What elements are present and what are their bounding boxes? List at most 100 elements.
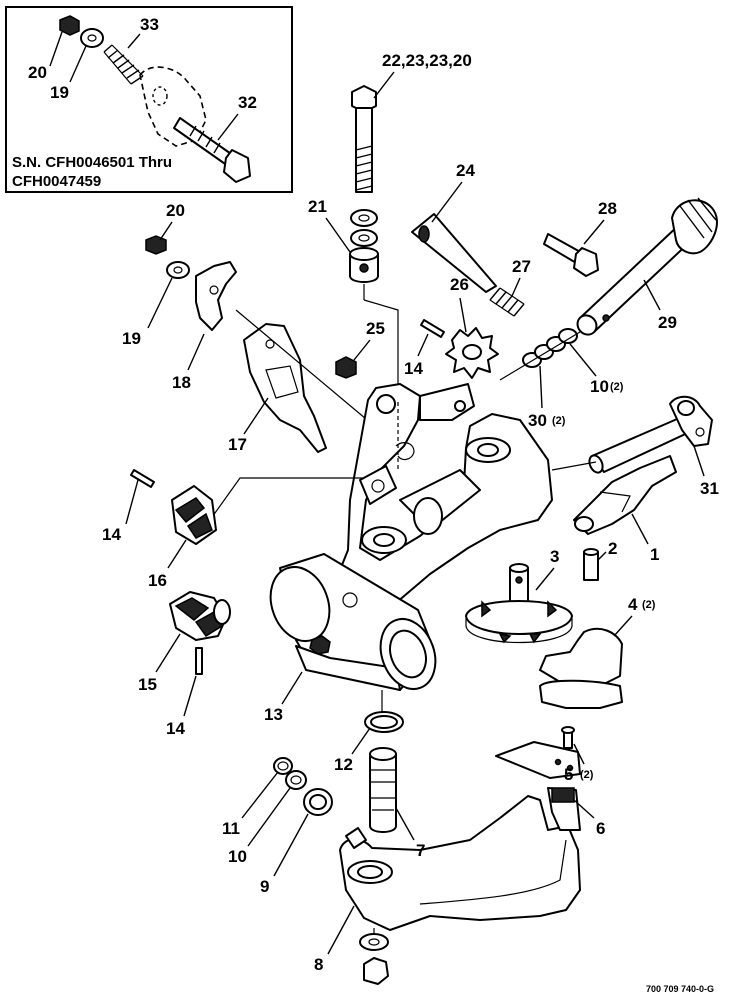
sprocket-3-notches bbox=[481, 600, 558, 644]
washer-10-inner bbox=[290, 775, 302, 785]
wedge-24 bbox=[411, 213, 497, 293]
label-3: 3 bbox=[550, 547, 559, 566]
star-gear-26-hub bbox=[462, 344, 482, 360]
plates-4 bbox=[539, 627, 623, 709]
leader-13 bbox=[281, 671, 303, 705]
housing-boss-lower-bore bbox=[373, 533, 395, 547]
label-22: 22,23,23,20 bbox=[382, 51, 472, 70]
leader-19-inset bbox=[69, 45, 87, 83]
label-4-qty: (2) bbox=[642, 599, 656, 611]
inset-panel: 33 20 19 32 S.N. CFH0046501 Thru CFH0047… bbox=[5, 6, 293, 193]
tube-13 bbox=[269, 553, 437, 720]
leader-10-lower bbox=[247, 787, 291, 847]
leader-15 bbox=[155, 633, 181, 673]
link-arm-1-eye bbox=[574, 516, 594, 532]
left-lower-parts bbox=[130, 469, 231, 675]
label-10-lower: 10 bbox=[228, 847, 247, 866]
snap-ring-11 bbox=[273, 757, 293, 775]
washer-10 bbox=[285, 770, 307, 790]
o-ring-12-inner bbox=[370, 715, 398, 729]
housing-boss-top-bore bbox=[477, 443, 499, 457]
sprocket-3-hole bbox=[515, 576, 523, 584]
drawing-code: 700 709 740-0-G bbox=[646, 984, 714, 994]
leader-28 bbox=[583, 219, 605, 245]
label-32: 32 bbox=[238, 93, 257, 112]
pin-14-upper bbox=[420, 319, 445, 338]
label-25: 25 bbox=[366, 319, 385, 338]
label-28: 28 bbox=[598, 199, 617, 218]
leader-22 bbox=[373, 71, 395, 99]
housing-square-boss bbox=[359, 465, 397, 505]
lower-parts bbox=[273, 711, 581, 985]
leader-26 bbox=[459, 297, 467, 333]
nut-20 bbox=[145, 235, 167, 255]
leader-7 bbox=[395, 807, 415, 841]
label-10-upper-qty: (2) bbox=[610, 381, 624, 393]
leader-14-upper bbox=[417, 333, 429, 357]
housing-square-boss-hole bbox=[371, 479, 385, 493]
label-29: 29 bbox=[658, 313, 677, 332]
leader-31 bbox=[693, 445, 705, 477]
washer-23-lower-hole bbox=[358, 234, 370, 242]
washer-23-upper bbox=[350, 209, 378, 227]
label-5-qty: (2) bbox=[580, 769, 594, 781]
leader-20 bbox=[159, 221, 173, 241]
housing-inner-tube-end bbox=[413, 497, 443, 535]
arm-8-bore bbox=[357, 865, 383, 879]
leader-25 bbox=[353, 339, 371, 361]
screw-5-head bbox=[561, 726, 575, 734]
inset-nut-20 bbox=[59, 15, 80, 36]
block-15-hub bbox=[213, 599, 231, 625]
shaft-31-end bbox=[588, 454, 604, 474]
lever-17 bbox=[243, 323, 327, 453]
bolt-22-assembly bbox=[349, 85, 399, 402]
bolt-axis-line-2 bbox=[363, 299, 399, 402]
leader-19 bbox=[147, 277, 173, 329]
leader-17 bbox=[243, 397, 269, 435]
label-19: 19 bbox=[122, 329, 141, 348]
label-19-inset: 19 bbox=[50, 83, 69, 102]
leader-33 bbox=[127, 33, 141, 49]
inset-spring-33 bbox=[103, 44, 144, 85]
label-2: 2 bbox=[608, 539, 617, 558]
spring-27 bbox=[489, 287, 525, 317]
plate-4-upper bbox=[539, 627, 623, 685]
label-33: 33 bbox=[140, 15, 159, 34]
leader-10-upper bbox=[569, 343, 597, 377]
lever-17-hole bbox=[265, 339, 275, 349]
plate-4-lower bbox=[539, 679, 623, 709]
washer-23-lower bbox=[350, 229, 378, 247]
wedge-24-hole bbox=[418, 225, 430, 243]
washer-19-hole bbox=[173, 266, 183, 274]
shaft-29-worm bbox=[671, 199, 718, 255]
nut-25 bbox=[335, 356, 357, 379]
label-14-lower: 14 bbox=[166, 719, 185, 738]
bushing-21-top bbox=[349, 247, 379, 261]
label-30: 30 bbox=[528, 411, 547, 430]
plate-5-hole-b bbox=[566, 764, 574, 772]
washer-lower-hole bbox=[368, 938, 380, 946]
label-18: 18 bbox=[172, 373, 191, 392]
leader-20-inset bbox=[49, 31, 63, 67]
washer-lower bbox=[359, 933, 389, 951]
washer-23-upper-hole bbox=[358, 214, 370, 222]
leader-32 bbox=[217, 113, 239, 141]
label-4: 4 bbox=[628, 595, 638, 614]
leader-11 bbox=[241, 771, 279, 819]
plate-5-hole-a bbox=[554, 758, 562, 766]
arm-8-knob bbox=[345, 827, 367, 849]
label-9: 9 bbox=[260, 877, 269, 896]
shaft-29-end bbox=[576, 314, 598, 336]
arm-8-inner-edge bbox=[419, 839, 567, 905]
block-15-shading bbox=[174, 597, 224, 638]
inset-bolt-32 bbox=[173, 117, 251, 183]
shaft-29-worm-teeth bbox=[679, 197, 717, 239]
housing-ear-right bbox=[419, 383, 475, 421]
inset-bracket-dashed bbox=[139, 66, 207, 147]
label-13: 13 bbox=[264, 705, 283, 724]
shaft-29-hole bbox=[602, 314, 610, 322]
label-30-qty: (2) bbox=[552, 415, 566, 427]
label-24: 24 bbox=[456, 161, 475, 180]
tube-13-grease-port bbox=[342, 592, 358, 608]
